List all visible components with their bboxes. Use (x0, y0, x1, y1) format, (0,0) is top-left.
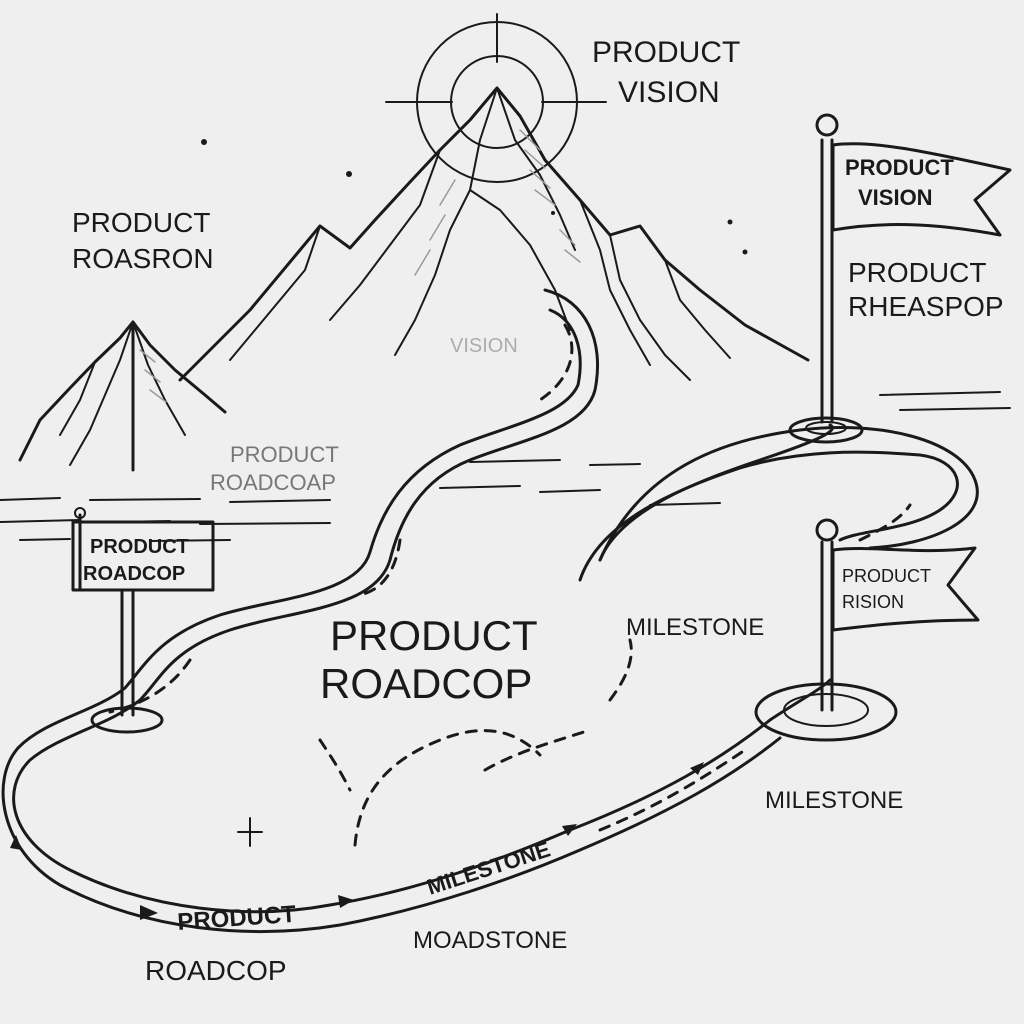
flag-lower-right-line2: RISION (842, 592, 904, 612)
left-mountain (18, 320, 227, 472)
milestone-label-right: MILESTONE (765, 787, 903, 814)
flag-lower-right-line1: PRODUCT (842, 566, 931, 586)
right-upper-label-line2: RHEASPOP (848, 291, 1004, 322)
sparkle-dots (201, 139, 748, 255)
signpost-left-icon (71, 507, 215, 734)
flag-top-right-line1: PRODUCT (845, 155, 954, 180)
signpost-line2: ROADCOP (83, 563, 185, 585)
flag-top-right-icon (788, 113, 1012, 444)
road-direction-arrows (10, 762, 704, 920)
top-vision-label-line2: VISION (618, 76, 720, 109)
top-vision-label-line1: PRODUCT (592, 36, 740, 69)
flag-lower-right-text: PRODUCT RISION (842, 566, 931, 612)
center-title-line2: ROADCOP (320, 660, 532, 707)
plus-icon (237, 817, 263, 847)
left-peak-label-line2: ROASRON (72, 243, 214, 274)
center-title-line1: PRODUCT (330, 612, 538, 659)
faint-vision-label: VISION (450, 335, 518, 357)
horizon-lines (0, 391, 1011, 542)
vision-target-icon (385, 13, 607, 183)
faint-label-line2: ROADCOAP (210, 470, 336, 495)
flag-lower-right-icon (754, 518, 980, 742)
dashed-trail (318, 638, 633, 847)
flag-top-right-line2: VISION (858, 185, 933, 210)
bottom-moadstone-label: MOADSTONE (413, 927, 567, 954)
left-peak-label-line1: PRODUCT (72, 207, 210, 238)
right-upper-label-line1: PRODUCT (848, 257, 986, 288)
signpost-left-text: PRODUCT ROADCOP (83, 536, 189, 585)
flag-top-right-text: PRODUCT VISION (845, 155, 954, 210)
bottom-roadcop-label: ROADCOP (145, 955, 287, 986)
faint-label-line1: PRODUCT (230, 442, 339, 467)
main-mountain (178, 86, 810, 382)
signpost-line1: PRODUCT (90, 536, 189, 558)
milestone-label-mid: MILESTONE (626, 614, 764, 641)
